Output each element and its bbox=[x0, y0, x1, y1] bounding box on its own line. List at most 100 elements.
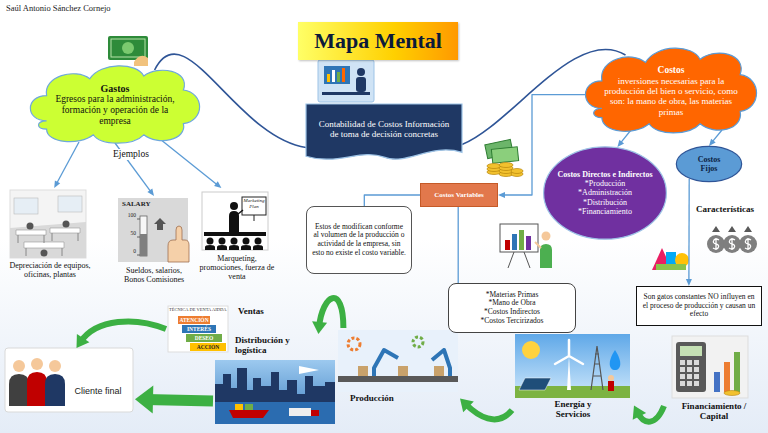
cloud-outline bbox=[585, 48, 756, 133]
picture-node: Producción bbox=[336, 328, 460, 408]
connector bbox=[617, 130, 631, 147]
energy-picture-part bbox=[515, 334, 630, 398]
salary-picture-part bbox=[168, 226, 189, 262]
energy-picture-part bbox=[555, 340, 583, 364]
ellipse-outline bbox=[676, 146, 741, 181]
arrowhead bbox=[460, 398, 474, 412]
money-bags-icon-part bbox=[707, 235, 725, 253]
client-picture-part bbox=[5, 348, 133, 412]
presenter-icon-part bbox=[505, 240, 510, 250]
energy-picture-part bbox=[610, 350, 621, 370]
node-text: INTERÉS bbox=[182, 325, 216, 333]
shapes-icon-part bbox=[656, 264, 686, 270]
energy-picture-part bbox=[567, 356, 571, 390]
presenter-icon-part bbox=[512, 234, 517, 250]
salary-picture-part bbox=[140, 216, 147, 256]
node-text: DESEO bbox=[186, 334, 222, 342]
free-label: Saúl Antonio Sánchez Cornejo bbox=[6, 4, 111, 14]
production-picture-part bbox=[338, 376, 458, 382]
money-icon-part bbox=[111, 39, 145, 57]
cloud-node: Costosinversiones necesarias para la pro… bbox=[580, 44, 762, 136]
production-picture-part bbox=[348, 338, 360, 350]
money-bags-icon-part bbox=[713, 238, 751, 250]
accounting-icon-part bbox=[327, 74, 330, 82]
ellipse-outline bbox=[544, 147, 667, 239]
coins-icon-part bbox=[491, 147, 518, 164]
logistics-picture-part bbox=[215, 402, 335, 424]
free-label: Ejemplos bbox=[111, 149, 151, 160]
node-text: 50 bbox=[118, 230, 136, 236]
money-bags-icon bbox=[707, 226, 757, 253]
node-text: Cliente final bbox=[65, 386, 131, 396]
coins-icon-part-part bbox=[511, 169, 523, 174]
finance-picture-part bbox=[672, 336, 748, 398]
money-icon-part bbox=[122, 42, 134, 54]
office-picture bbox=[10, 190, 86, 258]
money-icon bbox=[108, 36, 148, 66]
office-picture-part bbox=[58, 196, 82, 212]
connector-line bbox=[160, 139, 218, 185]
client-picture-part bbox=[27, 372, 47, 406]
office-picture-part bbox=[27, 223, 34, 230]
accounting-icon-part bbox=[324, 66, 350, 84]
picture-node: TÉCNICA DE VENTA AIDDAATENCIÓNINTERÉSDES… bbox=[166, 304, 270, 354]
logistics-picture-part bbox=[229, 410, 269, 418]
logistics-picture-part bbox=[235, 404, 243, 410]
client-picture-part bbox=[49, 360, 61, 372]
coins-icon-part-part bbox=[499, 163, 513, 168]
money-icon-part bbox=[134, 56, 148, 66]
connector bbox=[54, 142, 79, 188]
accounting-icon-part bbox=[337, 72, 340, 82]
sales-picture-part bbox=[186, 334, 222, 342]
node-text: Egresos para la administración, formació… bbox=[49, 94, 181, 127]
salary-picture bbox=[118, 198, 189, 262]
finance-picture-part bbox=[734, 352, 740, 392]
client-picture bbox=[5, 348, 133, 412]
client-picture-part bbox=[9, 374, 29, 406]
arrowhead bbox=[54, 180, 60, 188]
finance-picture-part-part bbox=[687, 367, 692, 372]
accounting-icon-part bbox=[332, 70, 335, 82]
office-picture-part bbox=[18, 233, 78, 256]
finance-picture-part bbox=[724, 391, 740, 396]
logistics-picture-part bbox=[289, 408, 311, 416]
finance-picture-part-part bbox=[687, 381, 692, 386]
node-text: Costos Directos e Indirectos bbox=[557, 170, 653, 179]
arrowhead bbox=[633, 406, 646, 420]
marketing-picture-part bbox=[229, 211, 239, 232]
client-picture-part bbox=[13, 360, 25, 372]
sales-picture-part bbox=[178, 316, 210, 324]
node-text: Marquetíng, promociones, fuerza de venta bbox=[198, 254, 276, 282]
marketing-picture bbox=[202, 192, 268, 250]
logistics-picture-part bbox=[311, 410, 319, 416]
finance-picture-part-part bbox=[694, 381, 699, 386]
connector bbox=[633, 406, 664, 422]
sales-picture-part bbox=[182, 325, 216, 333]
production-picture-part bbox=[358, 366, 368, 376]
salary-picture-part bbox=[118, 198, 188, 262]
production-picture-part bbox=[398, 366, 408, 376]
client-picture-part bbox=[31, 358, 43, 370]
finance-picture-part-part bbox=[680, 374, 685, 379]
arrowhead bbox=[686, 279, 692, 286]
marketing-picture-part bbox=[219, 238, 226, 245]
connector bbox=[312, 298, 343, 334]
arrowhead bbox=[617, 140, 624, 147]
finance-picture-part bbox=[680, 346, 702, 356]
node-text: Distribución y logística bbox=[235, 335, 311, 356]
marketing-picture-part bbox=[255, 238, 262, 245]
picture-node: Cliente final bbox=[5, 348, 135, 412]
presenter-icon-part bbox=[508, 252, 530, 268]
sales-picture-part bbox=[168, 306, 228, 352]
production-picture-part bbox=[338, 330, 458, 392]
client-picture-part bbox=[45, 374, 65, 406]
node-text: 0 bbox=[118, 248, 136, 254]
connector-line bbox=[465, 404, 512, 420]
finance-picture-part-part bbox=[687, 374, 692, 379]
logistics-picture bbox=[215, 360, 335, 424]
energy-picture-part bbox=[591, 346, 603, 390]
connector bbox=[135, 386, 213, 414]
arrowhead bbox=[147, 189, 154, 196]
energy-picture bbox=[515, 334, 630, 398]
salary-picture-part bbox=[140, 234, 147, 256]
